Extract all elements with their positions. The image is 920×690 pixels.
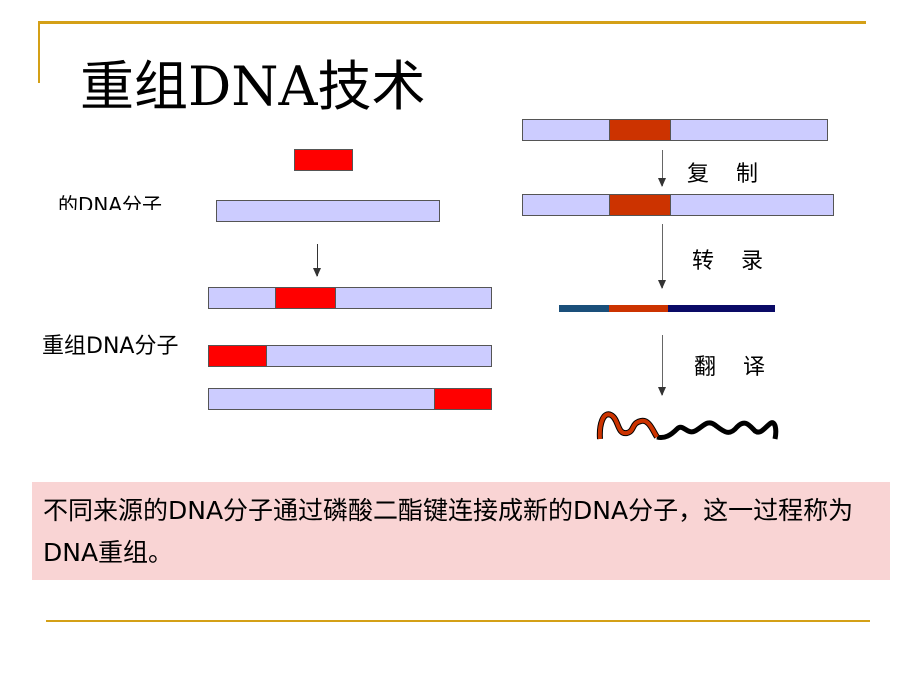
- dna-bar-original: [522, 119, 828, 141]
- transcription-arrow: [658, 224, 666, 289]
- replication-label: 复 制: [687, 162, 768, 187]
- replication-arrow: [658, 150, 666, 187]
- translation-label: 翻 译: [694, 355, 775, 380]
- recombinant-bar-right: [208, 388, 492, 410]
- definition-box: [32, 482, 890, 580]
- recombinant-bar-middle: [208, 287, 492, 309]
- insert-fragment: [294, 149, 353, 171]
- definition-text: 不同来源的DNA分子通过磷酸二酯键连接成新的DNA分子，这一过程称为DNA重组。: [43, 496, 854, 567]
- dna-bar-copy: [522, 194, 834, 216]
- page-title: 重组DNA技术: [80, 55, 426, 118]
- protein-chain-icon: [596, 411, 779, 440]
- translation-arrow: [658, 335, 666, 396]
- transcription-label: 转 录: [692, 249, 773, 274]
- left-rule: [38, 21, 40, 83]
- recombinant-bar-left: [208, 345, 492, 367]
- bottom-rule: [46, 620, 870, 622]
- mrna-strand: [559, 305, 775, 312]
- recombinant-label: 重组DNA分子: [42, 334, 179, 359]
- top-rule: [38, 21, 866, 24]
- down-arrow: [313, 244, 321, 277]
- vector-dna-bar: [216, 200, 440, 222]
- donor-dna-label: 的DNA分子: [58, 194, 163, 210]
